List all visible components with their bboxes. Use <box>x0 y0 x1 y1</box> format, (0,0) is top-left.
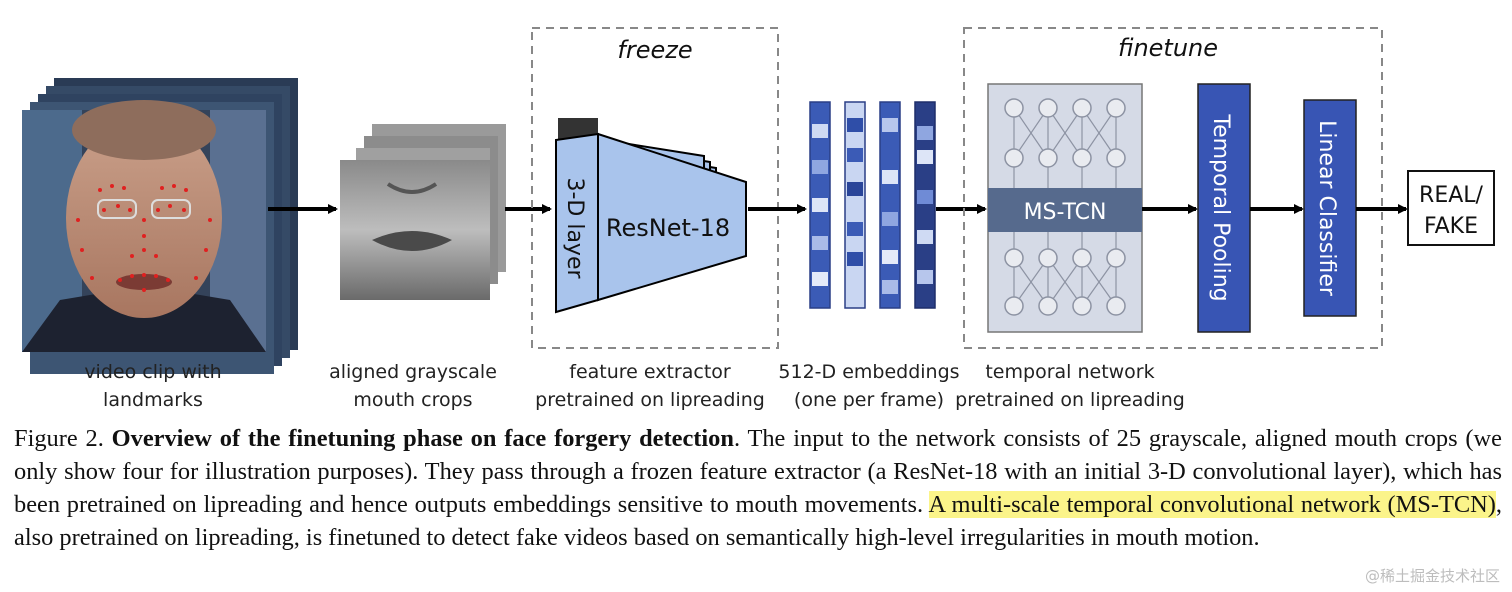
embedding-column-1 <box>809 101 831 309</box>
label-temporal-line2: pretrained on lipreading <box>955 389 1185 411</box>
embedding-column-2 <box>844 101 866 309</box>
label-mouth-line1: aligned grayscale <box>329 361 497 383</box>
pipeline-svg: freeze ResNet-18 3-D layer <box>22 27 1495 374</box>
output-box: REAL/ FAKE <box>1407 170 1495 246</box>
ms-tcn-block: MS-TCN <box>987 83 1143 333</box>
embedding-column-3 <box>879 101 901 309</box>
label-mouth-crops: aligned grayscale mouth crops <box>318 358 508 414</box>
caption-text-part2: , also pretrained on lipreading, is fine… <box>14 491 1502 551</box>
label-temporal-line1: temporal network <box>985 361 1155 383</box>
label-embed-line1: 512-D embeddings <box>778 361 960 383</box>
label-temporal-network: temporal network pretrained on lipreadin… <box>955 358 1185 414</box>
linear-classifier-label: Linear Classifier <box>1314 120 1339 297</box>
figure-diagram: freeze ResNet-18 3-D layer <box>22 27 1495 414</box>
label-video-clip: video clip with landmarks <box>58 358 248 414</box>
label-feature-extractor: feature extractor pretrained on lipreadi… <box>530 358 770 414</box>
label-extractor-line2: pretrained on lipreading <box>535 389 765 411</box>
video-frames-stack <box>22 78 298 374</box>
caption-figure-number: Figure 2. <box>14 425 104 452</box>
label-video-line2: landmarks <box>103 389 203 411</box>
caption-text-part1: . The input to the network consists of 2… <box>14 425 1502 518</box>
freeze-box <box>531 27 779 349</box>
mouth-crop-front <box>340 160 490 300</box>
label-extractor-line1: feature extractor <box>569 361 731 383</box>
label-mouth-line2: mouth crops <box>353 389 473 411</box>
finetune-title: finetune <box>1118 34 1218 62</box>
finetune-box <box>963 27 1383 349</box>
temporal-pooling-label: Temporal Pooling <box>1208 113 1233 301</box>
output-line1: REAL/ <box>1419 183 1483 208</box>
output-line2: FAKE <box>1424 214 1478 239</box>
label-embed-line2: (one per frame) <box>793 389 945 411</box>
mouth-crops-stack <box>340 124 506 300</box>
label-embeddings: 512-D embeddings (one per frame) <box>776 358 962 414</box>
embedding-columns <box>809 101 936 309</box>
linear-classifier-block: Linear Classifier <box>1303 99 1357 317</box>
resnet-label: ResNet-18 <box>606 214 730 242</box>
freeze-title: freeze <box>617 36 692 64</box>
video-frame-face <box>22 100 266 352</box>
ms-tcn-label: MS-TCN <box>1024 200 1107 225</box>
caption-highlight: A multi-scale temporal convolutional net… <box>928 491 1496 518</box>
temporal-pooling-block: Temporal Pooling <box>1197 83 1251 333</box>
label-video-line1: video clip with <box>84 361 222 383</box>
embedding-column-4 <box>914 101 936 309</box>
caption-title: Overview of the finetuning phase on face… <box>111 425 734 452</box>
layer-3d-label: 3-D layer <box>562 177 587 279</box>
watermark: @稀土掘金技术社区 <box>1364 567 1500 585</box>
layer-3d-block: 3-D layer <box>555 132 599 314</box>
figure-caption: Figure 2. Overview of the finetuning pha… <box>14 422 1502 554</box>
resnet-block: ResNet-18 <box>558 118 747 302</box>
